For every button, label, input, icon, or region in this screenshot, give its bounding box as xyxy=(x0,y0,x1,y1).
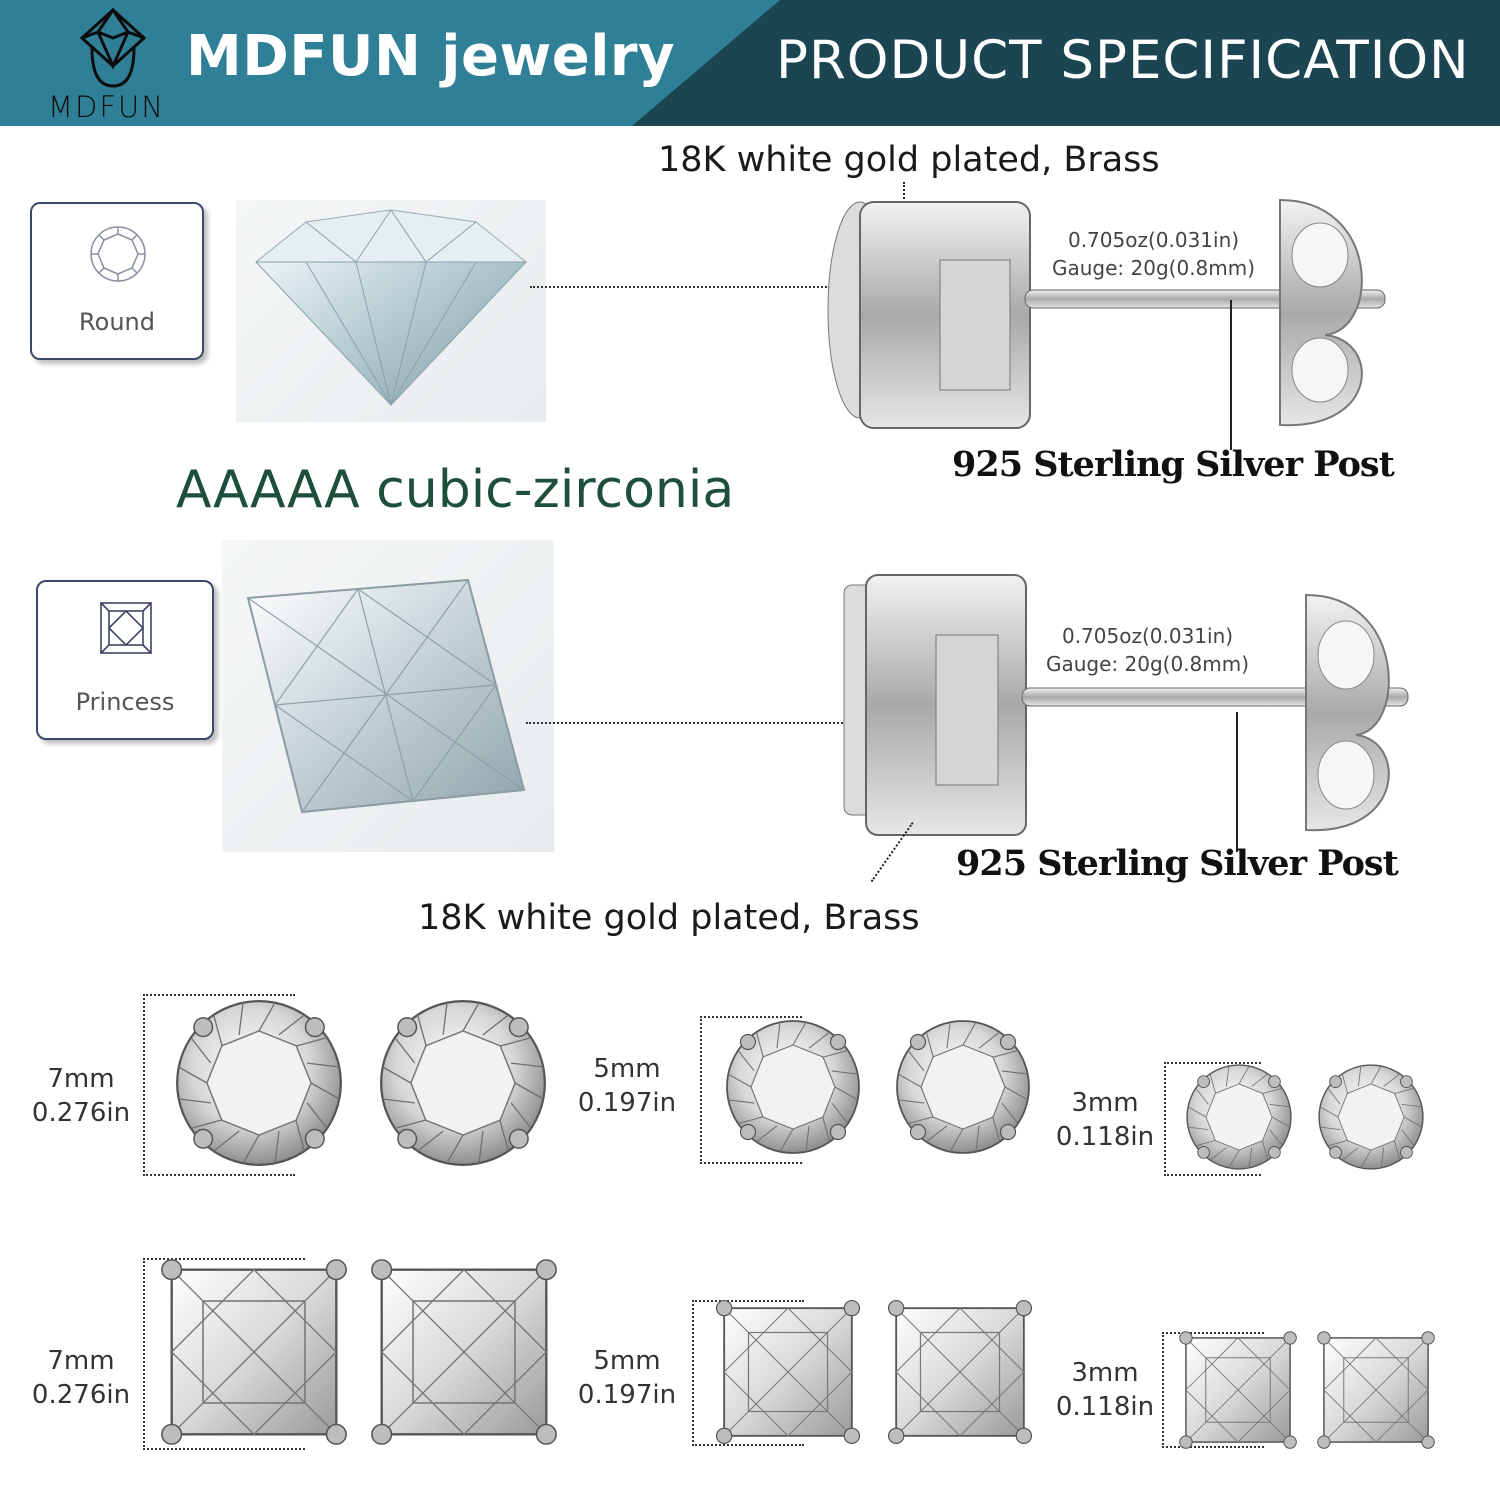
princess-weight-value: 0.705oz(0.031in) xyxy=(1061,624,1234,648)
round-weight-value: 0.705oz(0.031in) xyxy=(1067,228,1240,252)
princess-size-7mm-mm: 7mm xyxy=(47,1346,115,1376)
diamond-logo-icon xyxy=(79,8,147,88)
round-weight-label: 0.705oz(0.031in) Gauge: 20g(0.8mm) xyxy=(1052,226,1255,282)
round-size-7mm: 7mm 0.276in xyxy=(28,1062,134,1130)
header-banner: MDFUN MDFUN jewelry PRODUCT SPECIFICATIO… xyxy=(0,0,1500,126)
round-stud-3mm-left xyxy=(1180,1058,1298,1176)
round-size-5mm-in: 0.197in xyxy=(577,1088,677,1118)
round-stud-7mm-left xyxy=(166,990,352,1176)
princess-earring-image xyxy=(843,574,1409,836)
princess-size-5mm-in: 0.197in xyxy=(577,1380,677,1410)
princess-gem-photo xyxy=(222,540,554,852)
princess-shape-label: Princess xyxy=(75,688,175,716)
round-earring-image xyxy=(827,198,1386,429)
princess-connector-line xyxy=(526,722,846,724)
princess-gauge-value: Gauge: 20g(0.8mm) xyxy=(1046,652,1250,676)
round-size-5mm: 5mm 0.197in xyxy=(574,1052,680,1120)
princess-stud-3mm-left xyxy=(1176,1328,1300,1452)
princess-shape-card: Princess xyxy=(36,580,214,740)
page-title: PRODUCT SPECIFICATION xyxy=(776,30,1470,91)
princess-size-5mm: 5mm 0.197in xyxy=(574,1344,680,1412)
princess-size-5mm-mm: 5mm xyxy=(593,1346,661,1376)
princess-stud-7mm-left xyxy=(156,1254,352,1450)
round-stud-5mm-right xyxy=(888,1012,1038,1162)
round-post-pointer xyxy=(1230,300,1232,450)
round-size-3mm-mm: 3mm xyxy=(1071,1088,1139,1118)
round-connector-line xyxy=(530,286,830,288)
princess-stud-5mm-left xyxy=(712,1296,864,1448)
princess-size-3mm: 3mm 0.118in xyxy=(1052,1356,1158,1424)
princess-stud-7mm-right xyxy=(366,1254,562,1450)
round-material-label: 18K white gold plated, Brass xyxy=(658,140,1160,180)
round-cut-icon xyxy=(90,226,146,282)
round-stud-5mm-left xyxy=(718,1012,868,1162)
round-gem-photo xyxy=(236,200,546,422)
round-size-3mm: 3mm 0.118in xyxy=(1052,1086,1158,1154)
princess-size-7mm-in: 0.276in xyxy=(31,1380,131,1410)
round-size-3mm-in: 0.118in xyxy=(1055,1122,1155,1152)
princess-stud-5mm-right xyxy=(884,1296,1036,1448)
princess-cut-icon xyxy=(100,602,152,654)
princess-7mm-dimension-bracket xyxy=(143,1258,305,1450)
logo-text: MDFUN xyxy=(48,90,165,124)
princess-stud-3mm-right xyxy=(1314,1328,1438,1452)
round-size-7mm-in: 0.276in xyxy=(31,1098,131,1128)
round-stud-7mm-right xyxy=(370,990,556,1176)
round-stud-3mm-right xyxy=(1312,1058,1430,1176)
stone-grade-label: AAAAA cubic-zirconia xyxy=(176,460,735,520)
princess-post-pointer xyxy=(1236,712,1238,852)
round-gauge-value: Gauge: 20g(0.8mm) xyxy=(1052,256,1256,280)
round-shape-card: Round xyxy=(30,202,204,360)
round-size-5mm-mm: 5mm xyxy=(593,1054,661,1084)
round-shape-label: Round xyxy=(79,308,155,336)
round-7mm-dimension-bracket xyxy=(143,994,295,1176)
round-post-label: 925 Sterling Silver Post xyxy=(952,444,1395,485)
princess-post-label: 925 Sterling Silver Post xyxy=(956,843,1399,884)
princess-size-7mm: 7mm 0.276in xyxy=(28,1344,134,1412)
brand-title: MDFUN jewelry xyxy=(186,24,676,89)
round-size-7mm-mm: 7mm xyxy=(47,1064,115,1094)
princess-5mm-dimension-bracket xyxy=(692,1300,804,1446)
princess-material-label: 18K white gold plated, Brass xyxy=(418,898,920,938)
round-5mm-dimension-bracket xyxy=(700,1016,802,1164)
princess-size-3mm-in: 0.118in xyxy=(1055,1392,1155,1422)
princess-weight-label: 0.705oz(0.031in) Gauge: 20g(0.8mm) xyxy=(1046,622,1249,678)
round-3mm-dimension-bracket xyxy=(1164,1062,1261,1176)
princess-size-3mm-mm: 3mm xyxy=(1071,1358,1139,1388)
princess-3mm-dimension-bracket xyxy=(1162,1332,1264,1448)
header-left-panel xyxy=(0,0,780,126)
